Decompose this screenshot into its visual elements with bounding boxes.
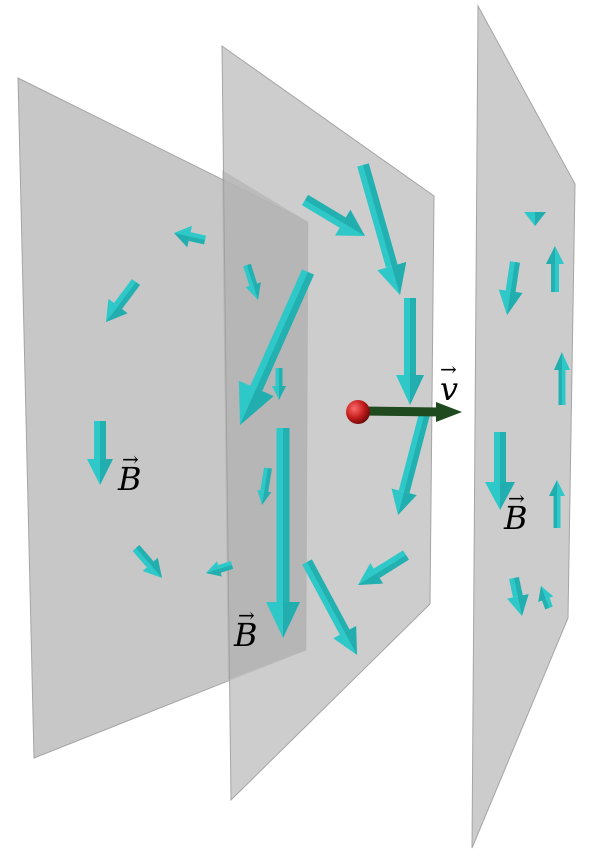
field-arrow-shaft-shade: [376, 555, 409, 579]
plane-right: [471, 4, 576, 849]
field-arrow: [391, 410, 431, 515]
field-arrow-head-shade: [500, 482, 515, 510]
field-arrow: [132, 545, 162, 578]
field-arrow-shaft-shade: [247, 263, 258, 285]
field-arrow: [174, 225, 206, 248]
field-arrow: [87, 421, 113, 485]
velocity-shaft: [361, 406, 441, 417]
field-arrow-head-shade: [174, 233, 190, 248]
field-arrow-head-shade: [546, 246, 555, 264]
field-arrow-head-shade: [240, 388, 274, 425]
field-arrow-head-shade: [344, 625, 357, 655]
field-arrow: [272, 368, 286, 400]
field-arrow-head-shade: [410, 375, 424, 405]
field-arrow-shaft-shade: [100, 421, 106, 459]
field-left-label: B: [117, 460, 142, 498]
field-arrow-head-shade: [150, 557, 162, 578]
field-arrow-shaft-shade: [558, 370, 562, 405]
field-arrow-shaft-shade: [264, 468, 272, 492]
field-arrow: [358, 550, 409, 585]
field-arrow-shaft-shade: [188, 236, 205, 245]
field-arrow: [302, 559, 357, 655]
field-arrow-shaft-shade: [500, 432, 506, 482]
field-arrow: [206, 561, 234, 577]
field-arrow-shaft-shade: [305, 194, 346, 223]
field-arrow: [357, 163, 407, 295]
field-arrow-shaft-shade: [551, 264, 555, 292]
field-right-vector-mark: →: [508, 486, 525, 510]
field-arrow-shaft-shade: [410, 298, 416, 375]
field-arrow-head-shade: [262, 491, 272, 505]
field-arrow: [549, 480, 565, 528]
label-field-middle: → B: [233, 603, 258, 654]
field-arrow-shaft-shade: [404, 412, 431, 494]
field-arrow-head-shade: [398, 491, 417, 515]
field-arrow-shaft-shade: [542, 599, 549, 610]
field-arrow-head-shade: [342, 209, 365, 236]
field-arrow-head-shade: [538, 586, 546, 602]
field-arrow-head-shade: [535, 212, 546, 226]
field-arrow: [257, 467, 272, 505]
field-arrow: [106, 279, 140, 322]
field-arrow: [524, 212, 546, 226]
field-arrow: [546, 246, 564, 292]
field-arrow: [554, 352, 570, 405]
field-arrow: [396, 298, 424, 405]
field-arrow-head-shade: [391, 262, 407, 295]
field-arrow: [238, 269, 314, 425]
label-velocity: → v: [440, 357, 458, 408]
field-arrow-shaft-shade: [219, 565, 234, 573]
field-arrow-shaft-shade: [136, 545, 154, 565]
field-arrow: [538, 586, 554, 610]
field-arrow: [301, 194, 365, 236]
charged-particle: [346, 400, 370, 424]
field-arrow-head-shade: [279, 386, 286, 400]
field-arrow-head-shade: [100, 459, 113, 485]
label-field-right: → B: [503, 486, 528, 537]
field-arrow: [507, 576, 529, 616]
field-arrow-shaft-shade: [279, 368, 283, 386]
field-arrow-shaft-shade: [307, 559, 350, 633]
velocity-head: [436, 402, 462, 422]
field-arrow-head-shade: [206, 568, 222, 577]
field-arrow-head-shade: [358, 573, 384, 585]
field-arrow-shaft-shade: [510, 262, 520, 293]
field-arrow-head-shade: [554, 352, 562, 370]
field-arrow: [498, 261, 523, 315]
velocity-vector-mark: →: [440, 357, 457, 381]
velocity-label: v: [440, 370, 458, 408]
field-arrows: [87, 163, 570, 655]
field-arrow: [243, 263, 261, 300]
field-middle-vector-mark: →: [238, 603, 255, 627]
field-arrow-shaft-shade: [118, 282, 140, 309]
label-field-left: → B: [117, 447, 142, 498]
field-arrow-shaft-shade: [363, 163, 398, 267]
field-arrow: [485, 432, 515, 510]
velocity-vector: [361, 402, 462, 422]
field-arrow-shaft-shade: [256, 272, 314, 392]
field-right-label: B: [503, 499, 528, 537]
field-arrow-shaft-shade: [514, 576, 523, 597]
field-middle-label: B: [233, 616, 258, 654]
field-arrow-shaft-shade: [553, 496, 557, 528]
field-arrow-head-shade: [549, 480, 557, 496]
field-arrow: [266, 428, 300, 638]
field-arrow-head-shade: [507, 291, 523, 315]
field-arrow-shaft-shade: [283, 428, 290, 602]
field-arrow-head-shade: [517, 594, 529, 616]
field-arrow-head-shade: [283, 602, 300, 638]
field-left-vector-mark: →: [122, 447, 139, 471]
field-arrow-head-shade: [106, 306, 128, 322]
field-arrow-head-shade: [253, 282, 261, 300]
